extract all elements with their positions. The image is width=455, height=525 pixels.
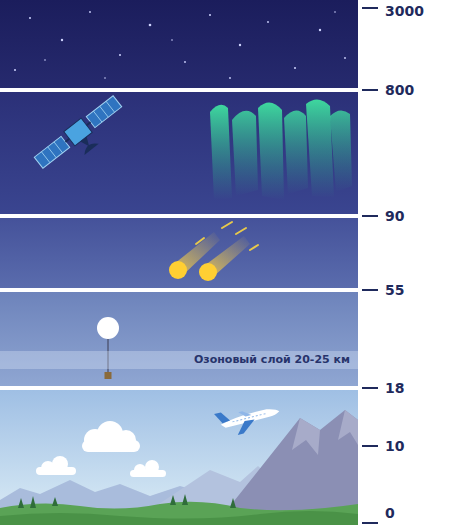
stars bbox=[14, 11, 346, 79]
aurora bbox=[210, 99, 352, 200]
scale-ticks bbox=[362, 8, 378, 523]
altitude-value: 18 bbox=[385, 379, 404, 397]
ozone-layer-band: Озоновый слой 20-25 км bbox=[0, 351, 358, 369]
altitude-value: 55 bbox=[385, 281, 404, 299]
landscape bbox=[0, 410, 358, 525]
altitude-value: 10 bbox=[385, 437, 404, 455]
altitude-value: 800 bbox=[385, 81, 414, 99]
atmosphere-bands bbox=[0, 0, 358, 525]
altitude-value: 0 bbox=[385, 504, 395, 522]
layer-label: Озоновый слой 20-25 км bbox=[194, 353, 350, 366]
altitude-value: 90 bbox=[385, 207, 404, 225]
airplane bbox=[214, 399, 282, 440]
meteors bbox=[169, 222, 258, 281]
clouds bbox=[36, 421, 166, 477]
weather-balloon bbox=[97, 317, 119, 379]
satellite bbox=[33, 94, 131, 180]
altitude-value: 3000 bbox=[385, 2, 424, 20]
